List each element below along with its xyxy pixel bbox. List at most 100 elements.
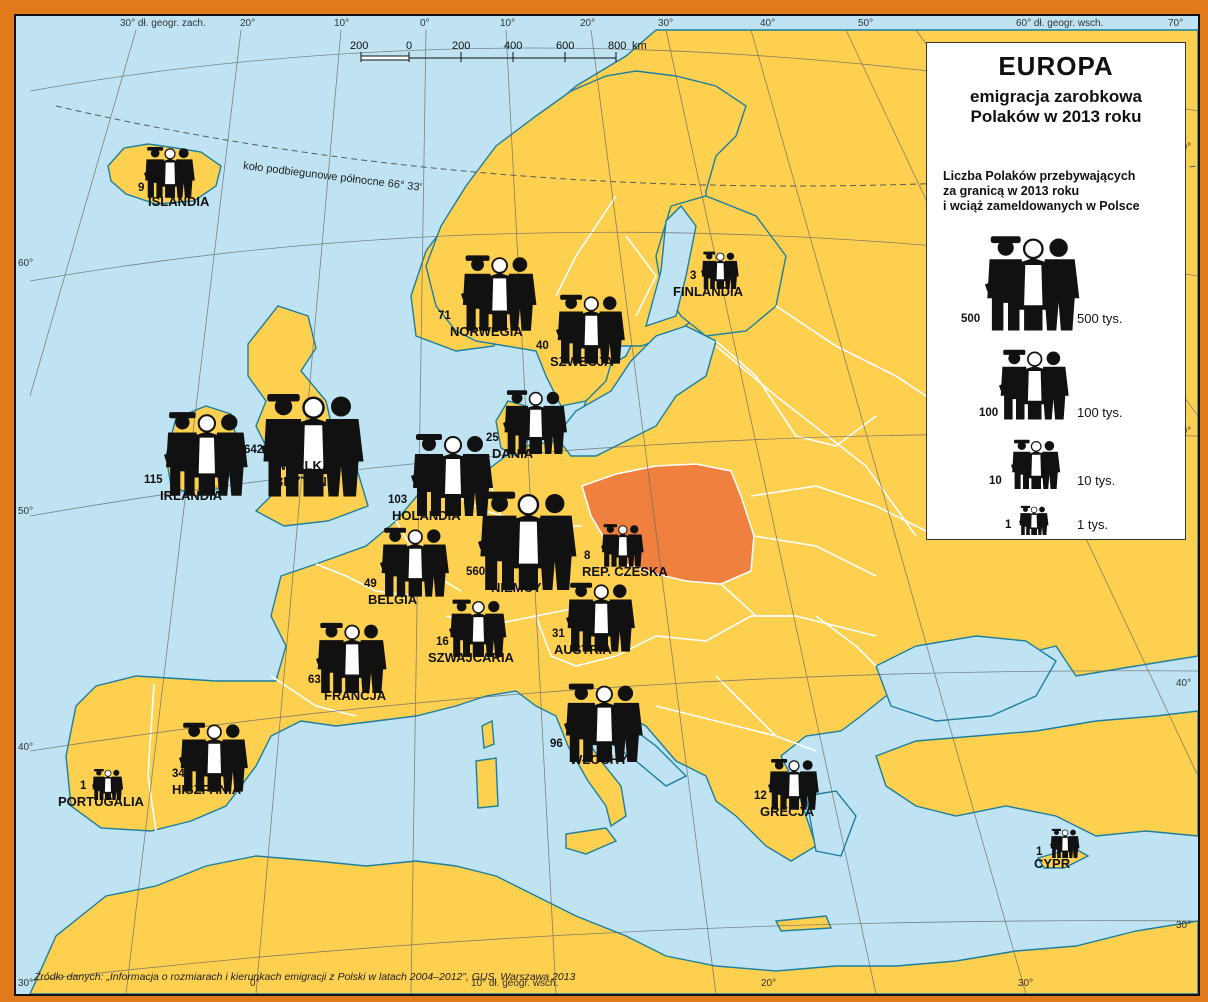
graticule-label: 70°: [1168, 18, 1184, 29]
country-marker: [701, 248, 742, 294]
country-value: 63: [308, 674, 321, 686]
country-marker: [164, 404, 256, 501]
country-value: 40: [536, 340, 549, 352]
country-name: REP. CZESKA: [582, 564, 668, 579]
country-name: NORWEGIA: [450, 324, 523, 339]
arctic-circle-line: [55, 105, 1198, 187]
emigrant-figures-icon: [556, 294, 625, 364]
country-marker: [92, 766, 126, 805]
country-marker: [411, 426, 501, 521]
country-marker: [768, 754, 824, 815]
map-subtitle-line1: emigracja zarobkowa: [970, 87, 1142, 106]
legend-desc-line: za granicą w 2013 roku: [943, 184, 1080, 198]
legend-symbol: [999, 343, 1076, 425]
country-name: FRANCJA: [324, 688, 387, 703]
country-marker: [1050, 826, 1082, 863]
graticule-label: 30°: [1018, 978, 1034, 989]
country-name: HISZPANIA: [172, 782, 242, 797]
country-value: 560: [466, 566, 486, 578]
country-value: 1: [1036, 846, 1043, 858]
country-marker: [461, 248, 544, 336]
country-marker: [601, 520, 648, 572]
emigrant-figures-icon: [1019, 505, 1049, 536]
graticule-label: 10°: [334, 18, 350, 29]
country-name: BRYTANIA: [274, 474, 340, 489]
country-name: DANIA: [492, 446, 534, 461]
legend-label: 500 tys.: [1077, 311, 1123, 326]
scale-tick: 200: [452, 40, 471, 52]
emigrant-figures-icon: [380, 527, 449, 597]
country-value: 103: [388, 494, 408, 506]
legend-label: 100 tys.: [1077, 405, 1123, 420]
emigrant-figures-icon: [564, 683, 643, 763]
legend-desc-line: Liczba Polaków przebywających: [943, 169, 1136, 183]
country-value: 25: [486, 432, 499, 444]
emigrant-figures-icon: [461, 255, 537, 331]
map-subtitle-line2: Polaków w 2013 roku: [970, 107, 1142, 126]
scale-tick: 200: [350, 40, 369, 52]
emigrant-figures-icon: [316, 622, 387, 694]
sea-black: [875, 635, 1057, 722]
country-name: AUSTRIA: [554, 642, 612, 657]
graticule-label: 10°: [500, 18, 516, 29]
country-name: SZWECJA: [550, 354, 614, 369]
emigrant-figures-icon: [1050, 828, 1080, 859]
legend-desc-line: i wciąż zameldowanych w Polsce: [943, 199, 1140, 213]
country-value: 642: [244, 444, 264, 456]
country-marker: [566, 576, 642, 657]
country-marker: [478, 482, 586, 595]
country-marker: [503, 384, 573, 459]
country-marker: [380, 521, 456, 602]
emigrant-figures-icon: [1011, 439, 1061, 489]
legend-label: 10 tys.: [1077, 473, 1116, 488]
graticule-label: 60°: [18, 258, 34, 269]
graticule-label: 50°: [18, 506, 34, 517]
graticule-label: 30°: [658, 18, 674, 29]
legend-value: 500: [961, 313, 981, 325]
emigrant-figures-icon: [601, 524, 644, 567]
sea-baltic: [555, 325, 717, 457]
country-value: 96: [550, 738, 563, 750]
graticule-label: 40°: [1176, 678, 1192, 689]
graticule-label: 0°: [420, 18, 430, 29]
emigrant-figures-icon: [179, 722, 248, 792]
legend-symbol: [985, 227, 1089, 336]
land-anatolia: [875, 710, 1198, 837]
map-title: EUROPA: [998, 51, 1114, 81]
scale-tick: 400: [504, 40, 523, 52]
country-marker: [556, 288, 632, 369]
emigrant-figures-icon: [411, 434, 493, 516]
country-marker: [449, 594, 512, 662]
scale-tick: 800: [608, 40, 627, 52]
graticule-label: 20°: [761, 978, 777, 989]
emigrant-figures-icon: [701, 251, 739, 290]
graticule-label: 20°: [580, 18, 596, 29]
country-name: IRLANDIA: [160, 488, 223, 503]
country-value: 3: [690, 270, 697, 282]
country-marker: [144, 142, 200, 203]
emigrant-figures-icon: [566, 582, 635, 652]
emigrant-figures-icon: [503, 390, 567, 455]
country-value: 8: [584, 550, 591, 562]
legend-box: EUROPA emigracja zarobkowa Polaków w 201…: [926, 42, 1186, 540]
country-name: CYPR: [1034, 856, 1071, 871]
country-marker: [316, 616, 393, 698]
country-name: FINLANDIA: [673, 284, 744, 299]
source-note: Źródło danych: „Informacja o rozmiarach …: [34, 971, 576, 983]
legend-symbol: [1011, 435, 1065, 494]
graticule-label: 40°: [18, 742, 34, 753]
country-value: 31: [552, 628, 565, 640]
legend-value: 10: [989, 475, 1002, 487]
sea-bothnia: [644, 204, 697, 328]
graticule-label: 50°: [858, 18, 874, 29]
graticule-label: 20°: [240, 18, 256, 29]
country-value: 9: [138, 182, 145, 194]
country-value: 71: [438, 310, 451, 322]
land-corsica: [481, 719, 495, 749]
emigrant-figures-icon: [999, 349, 1069, 420]
sea-aegean: [805, 790, 857, 857]
emigrant-figures-icon: [985, 236, 1080, 331]
emigrant-figures-icon: [261, 394, 364, 497]
graticule-label: 10° dł. geogr. wsch.: [471, 978, 559, 989]
graticule-label: 40°: [760, 18, 776, 29]
